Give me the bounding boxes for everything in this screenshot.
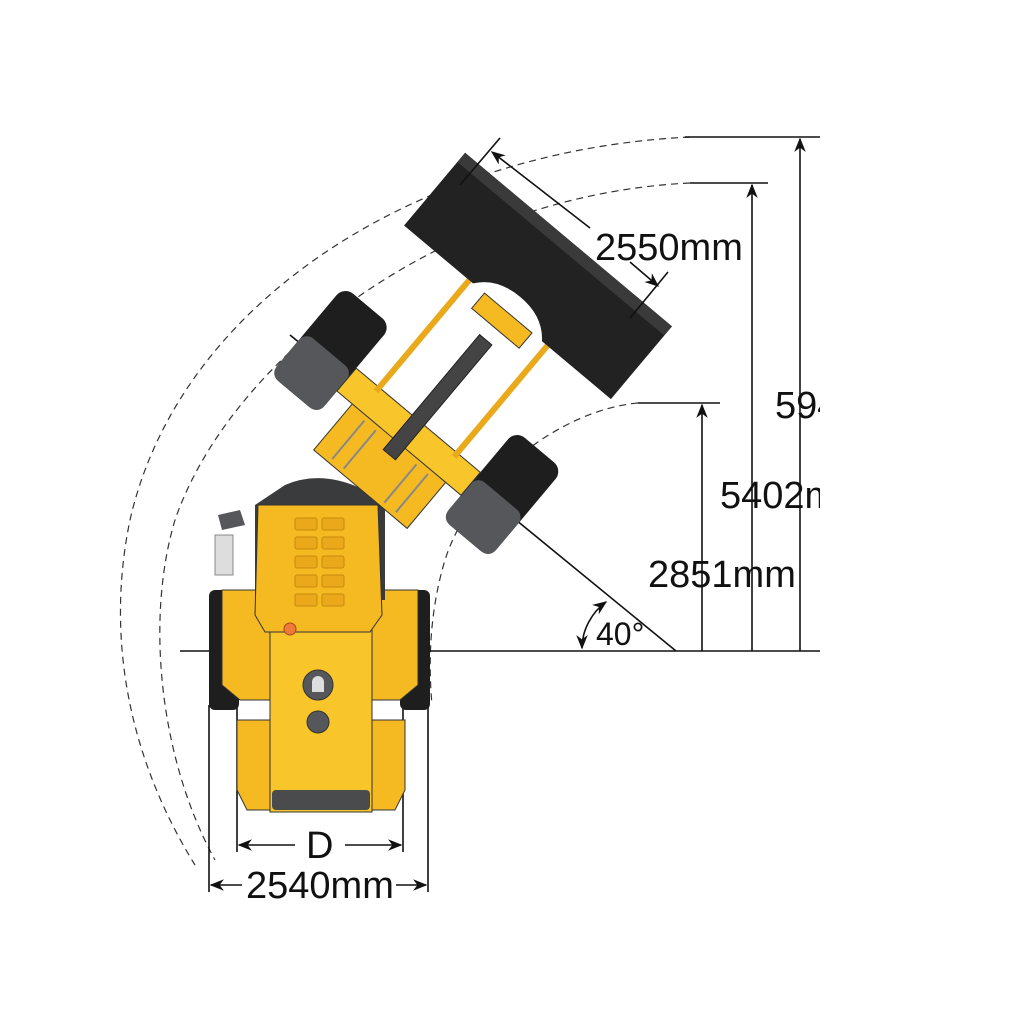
angle-arc-arrow bbox=[576, 601, 608, 650]
bucket-width-arrow bbox=[490, 151, 591, 229]
lamp bbox=[283, 622, 297, 636]
inner-turning-arc bbox=[429, 402, 639, 706]
angle-label: 40° bbox=[596, 616, 644, 652]
bucket-width-arrow bbox=[629, 261, 660, 287]
mirror bbox=[218, 510, 245, 530]
bucket-width-label: 2550mm bbox=[595, 227, 743, 269]
middle-height-label: 5402m bbox=[720, 475, 836, 517]
lift-arm bbox=[373, 278, 472, 394]
loader-hood bbox=[254, 478, 385, 636]
bucket-ext-line bbox=[459, 137, 501, 186]
lift-arm bbox=[451, 343, 550, 459]
access-ladder bbox=[214, 534, 234, 576]
hydraulic-hoses bbox=[331, 420, 429, 513]
bucket-ext-line bbox=[629, 271, 669, 319]
filler-cap-icon bbox=[306, 710, 330, 734]
track-width-label: D bbox=[306, 825, 333, 867]
overall-width-label: 2540mm bbox=[246, 865, 394, 907]
inner-height-label: 2851mm bbox=[648, 554, 796, 596]
tilt-cylinder bbox=[382, 333, 493, 461]
bucket bbox=[404, 152, 672, 400]
loader-front-frame bbox=[274, 152, 672, 555]
right-clip-area bbox=[820, 0, 1024, 1024]
hood-vents bbox=[294, 517, 345, 607]
